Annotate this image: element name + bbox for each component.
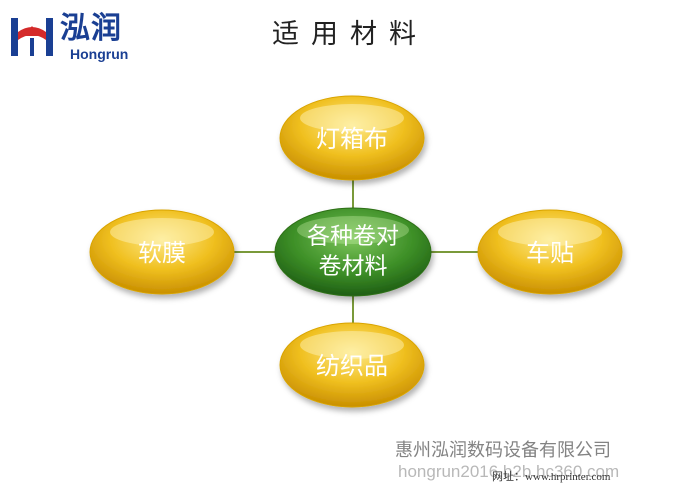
company-logo: 泓润 Hongrun [8,10,148,62]
node-left-label: 软膜 [138,239,186,267]
watermark-site: hongrun2016.b2b.hc360.com [398,462,620,481]
hongrun-logo-icon [11,18,53,56]
node-top [279,95,425,181]
website-caption: 网址：www.hrprinter.com [492,471,611,483]
node-bottom-label: 纺织品 [316,352,388,380]
node-bottom [279,322,425,408]
page-title: 适用材料 [272,19,428,50]
node-center-label-line1: 各种卷对 [307,224,399,250]
node-center [274,207,432,297]
logo-chinese-name: 泓润 [60,11,122,46]
node-right-label: 车贴 [526,239,574,267]
watermark-company: 惠州泓润数码设备有限公司 [395,440,611,461]
node-right [477,209,623,295]
logo-english-name: Hongrun [70,46,129,62]
node-center-label-line2: 卷材料 [319,254,388,280]
node-left [89,209,235,295]
node-top-label: 灯箱布 [316,125,388,153]
